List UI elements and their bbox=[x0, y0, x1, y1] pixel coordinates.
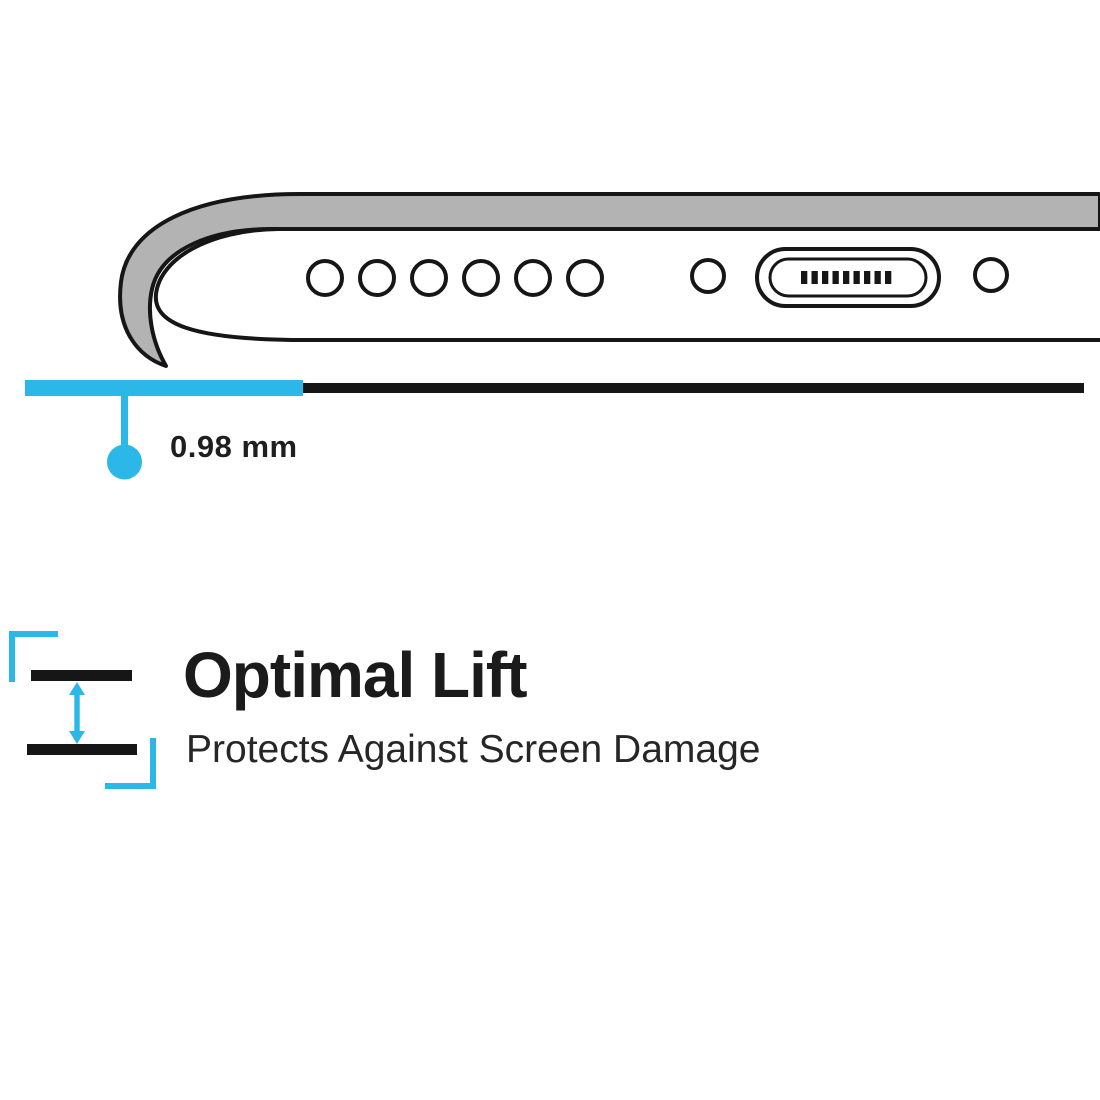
measurement-pointer-line bbox=[121, 396, 128, 448]
speaker-hole-icon bbox=[462, 259, 500, 297]
lift-top-plate bbox=[31, 670, 132, 681]
phone-bottom-illustration bbox=[25, 192, 1100, 480]
screw-hole-right-icon bbox=[973, 257, 1009, 293]
speaker-hole-icon bbox=[566, 259, 604, 297]
bracket-bottom-right-icon bbox=[105, 738, 156, 789]
measurement-label: 0.98 mm bbox=[170, 429, 298, 464]
baseline-dark-bar bbox=[303, 383, 1084, 393]
speaker-hole-icon bbox=[306, 259, 344, 297]
lift-icon bbox=[9, 631, 156, 789]
screw-hole-left-icon bbox=[690, 258, 726, 294]
speaker-holes bbox=[306, 259, 604, 297]
baseline-accent-bar bbox=[25, 380, 303, 396]
bracket-top-left-icon bbox=[9, 631, 58, 682]
speaker-hole-icon bbox=[410, 259, 448, 297]
speaker-hole-icon bbox=[358, 259, 396, 297]
charging-port-icon bbox=[755, 247, 941, 308]
lift-bottom-plate bbox=[27, 744, 137, 755]
lift-gap-arrow-icon bbox=[69, 682, 85, 744]
feature-title: Optimal Lift bbox=[183, 639, 528, 711]
phone-body bbox=[153, 227, 1100, 342]
speaker-hole-icon bbox=[514, 259, 552, 297]
measurement-dot-icon bbox=[107, 444, 142, 480]
port-pins bbox=[801, 271, 892, 284]
feature-subtitle: Protects Against Screen Damage bbox=[186, 728, 761, 771]
